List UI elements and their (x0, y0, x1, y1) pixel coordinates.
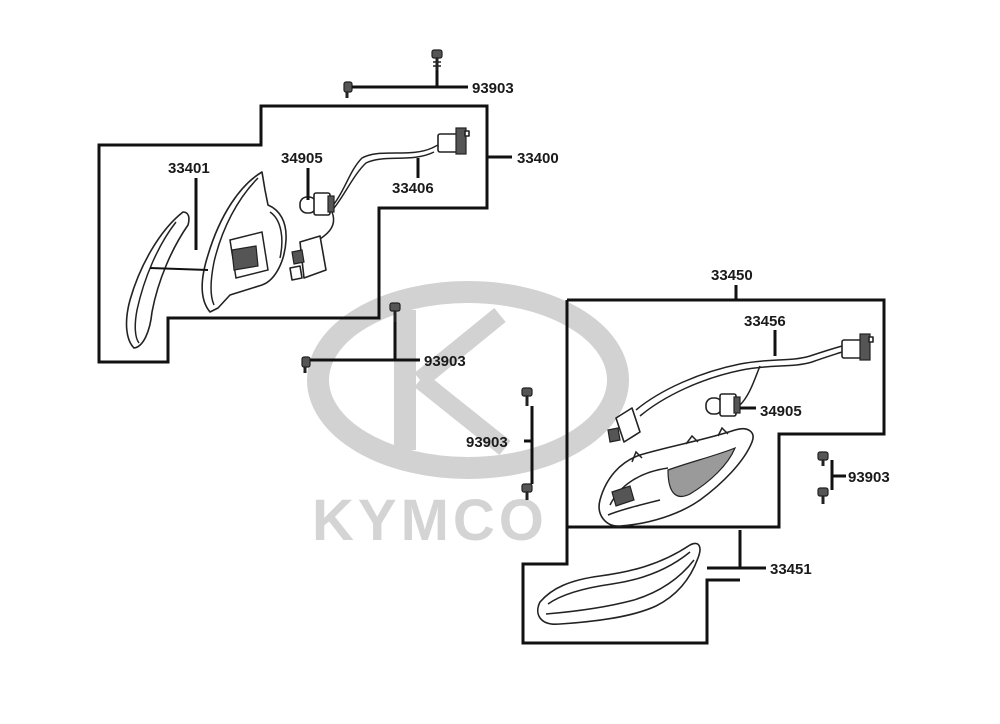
top-screw-vertical (431, 49, 443, 70)
right-harness-wire (635, 345, 843, 411)
right-socket-part (607, 407, 641, 443)
top-screws: 93903 (343, 49, 514, 98)
top-screw-leader (352, 70, 468, 89)
label-lens-left: 33401 (168, 160, 210, 177)
top-screw-horizontal (343, 81, 353, 98)
middle-screw-horizontal (301, 356, 311, 373)
left-assembly-frame (97, 104, 489, 364)
right-side-screw-top (817, 451, 829, 466)
right-assembly-frame (521, 298, 886, 645)
middle-screw-vertical (389, 302, 401, 322)
watermark-brand-text: KYMCO (312, 488, 548, 553)
label-harness-left: 33406 (392, 180, 434, 197)
label-screw-right-side: 93903 (848, 469, 890, 486)
left-bulb-part (299, 192, 335, 216)
left-housing-socket (231, 245, 259, 271)
right-bulb-part (705, 393, 741, 417)
left-harness-lower (315, 211, 335, 243)
middle-screws: 93903 (301, 302, 466, 373)
left-lens-connect (149, 267, 209, 271)
watermark-k-arm (414, 308, 511, 456)
middle-screw-leader (310, 322, 420, 362)
left-side-screw-leader (524, 406, 534, 484)
label-assembly-left: 33400 (517, 150, 559, 167)
right-side-screw-leader (830, 460, 846, 490)
watermark-ellipse (307, 281, 629, 479)
left-socket-part (289, 235, 327, 281)
right-lens-leader (707, 530, 766, 570)
right-housing-detail (607, 426, 729, 516)
left-harness-wire-2 (333, 151, 435, 209)
left-housing-part (201, 171, 287, 313)
left-side-screws: 93903 (466, 387, 534, 500)
right-assembly: 33450 33456 349 (521, 267, 886, 645)
label-screw-middle: 93903 (424, 353, 466, 370)
label-screw-left-side: 93903 (466, 434, 508, 451)
left-harness-wire (333, 143, 441, 205)
label-screw-top: 93903 (472, 80, 514, 97)
right-lens-part (536, 542, 701, 625)
left-lens-part (125, 211, 190, 349)
left-assembly: 33401 34905 33406 33400 (97, 104, 559, 364)
left-side-screw-bottom (521, 483, 533, 500)
label-bulb-right: 34905 (760, 403, 802, 420)
left-harness-connector (437, 127, 470, 155)
right-harness-branch (739, 365, 761, 406)
label-lens-right: 33451 (770, 561, 812, 578)
right-housing-lamp (611, 485, 635, 507)
label-harness-right: 33456 (744, 313, 786, 330)
left-side-screw-top (521, 387, 533, 406)
kymco-watermark: KYMCO (307, 281, 629, 553)
label-bulb-left: 34905 (281, 150, 323, 167)
right-side-screw-bottom (817, 487, 829, 504)
left-lens-inner-line (134, 221, 177, 344)
right-lens-inner-line (545, 551, 695, 615)
right-side-screws: 93903 (817, 451, 890, 504)
label-assembly-right: 33450 (711, 267, 753, 284)
right-harness-wire-2 (639, 351, 843, 417)
right-housing-texture (667, 446, 737, 498)
right-harness-connector (841, 333, 874, 361)
